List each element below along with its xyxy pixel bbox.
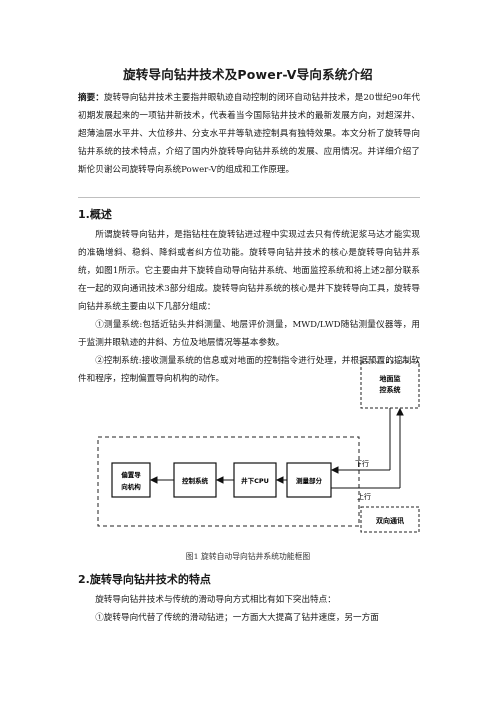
arrow-head bbox=[215, 476, 224, 484]
paragraph: ①旋转导向代替了传统的滑动钻进；一方面大大提高了钻井速度，另一方面 bbox=[95, 613, 379, 623]
figure-caption: 图1 旋转自动导向钻井系统功能框图 bbox=[185, 552, 311, 561]
paragraph: 所谓旋转导向钻井，是指钻柱在旋转钻进过程中实现过去只有传统泥浆马达才能实现的准确… bbox=[78, 230, 420, 312]
abstract-label: 摘要： bbox=[78, 93, 104, 103]
steering-label-1: 偏置导 bbox=[121, 470, 141, 479]
measurement-label: 测量部分 bbox=[296, 476, 323, 485]
measurement-box bbox=[286, 462, 332, 498]
control-system-label: 控制系统 bbox=[182, 476, 209, 485]
arrow-head bbox=[275, 476, 284, 484]
abstract-text: 旋转导向钻井技术主要指井眼轨迹自动控制的闭环自动钻井技术，是20世纪90年代初期… bbox=[78, 93, 420, 175]
two-way-comm-label: 双向通讯 bbox=[376, 516, 404, 525]
steering-label-2: 向机构 bbox=[121, 482, 141, 491]
downlink-label: 下行 bbox=[355, 459, 369, 468]
system-block-diagram: 地面监 控系统 双向通讯 偏置导 向机构 控制系统 井下CPU 测量部分 bbox=[97, 361, 420, 533]
abstract: 摘要：旋转导向钻井技术主要指井眼轨迹自动控制的闭环自动钻井技术，是20世纪90年… bbox=[78, 89, 420, 179]
uplink-arrow-head bbox=[396, 407, 404, 416]
surface-monitor-box bbox=[360, 361, 420, 409]
paragraph: 旋转导向钻井技术与传统的滑动导向方式相比有如下突出特点： bbox=[95, 595, 336, 605]
uplink-label: 上行 bbox=[357, 492, 371, 501]
divider bbox=[78, 197, 420, 198]
steering-mechanism-box bbox=[111, 462, 151, 498]
paragraph: ①测量系统:包括近钻头井斜测量、地层评价测量，MWD/LWD随钻测量仪器等，用于… bbox=[78, 320, 420, 348]
section-2-body: 旋转导向钻井技术与传统的滑动导向方式相比有如下突出特点： ①旋转导向代替了传统的… bbox=[78, 591, 420, 627]
downhole-cpu-label: 井下CPU bbox=[241, 476, 269, 485]
section-1-heading: 1.概述 bbox=[78, 208, 112, 221]
surface-monitor-label-2: 控系统 bbox=[380, 385, 401, 394]
control-system-box bbox=[173, 462, 217, 498]
paragraph: ②控制系统:接收测量系统的信息或对地面的控制指令进行处理，并根据预置的控制软件和… bbox=[78, 356, 420, 384]
two-way-comm-box bbox=[360, 506, 420, 533]
surface-monitor-label-1: 地面监 bbox=[380, 374, 401, 383]
section-2-heading: 2.旋转导向钻井技术的特点 bbox=[78, 573, 211, 586]
document-title: 旋转导向钻井技术及Power-V导向系统介绍 bbox=[123, 67, 373, 82]
section-1-body: 所谓旋转导向钻井，是指钻柱在旋转钻进过程中实现过去只有传统泥浆马达才能实现的准确… bbox=[78, 226, 420, 388]
downlink-arrow-head bbox=[330, 466, 339, 474]
arrow-head bbox=[149, 476, 158, 484]
